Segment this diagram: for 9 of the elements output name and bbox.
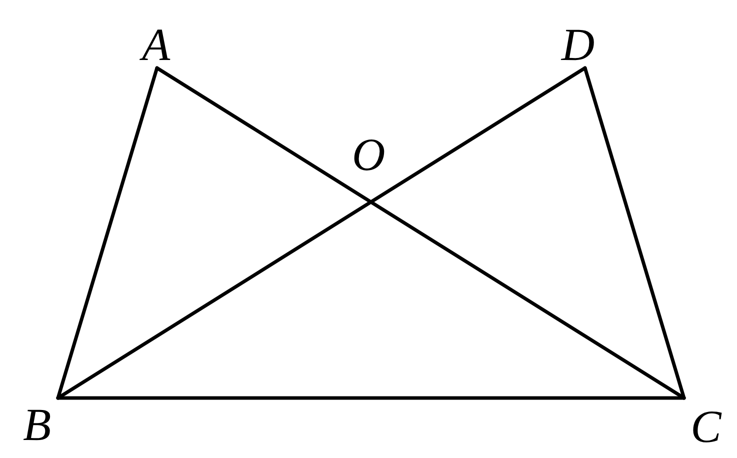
point-label: D (558, 22, 598, 68)
line-segment (155, 66, 686, 400)
line-segment (56, 66, 587, 400)
point-label: B (16, 402, 58, 448)
point-label: A (136, 22, 176, 68)
line-segment (583, 66, 686, 400)
point-label: O (352, 132, 386, 178)
point-label: C (684, 404, 728, 450)
line-segment (56, 396, 686, 400)
